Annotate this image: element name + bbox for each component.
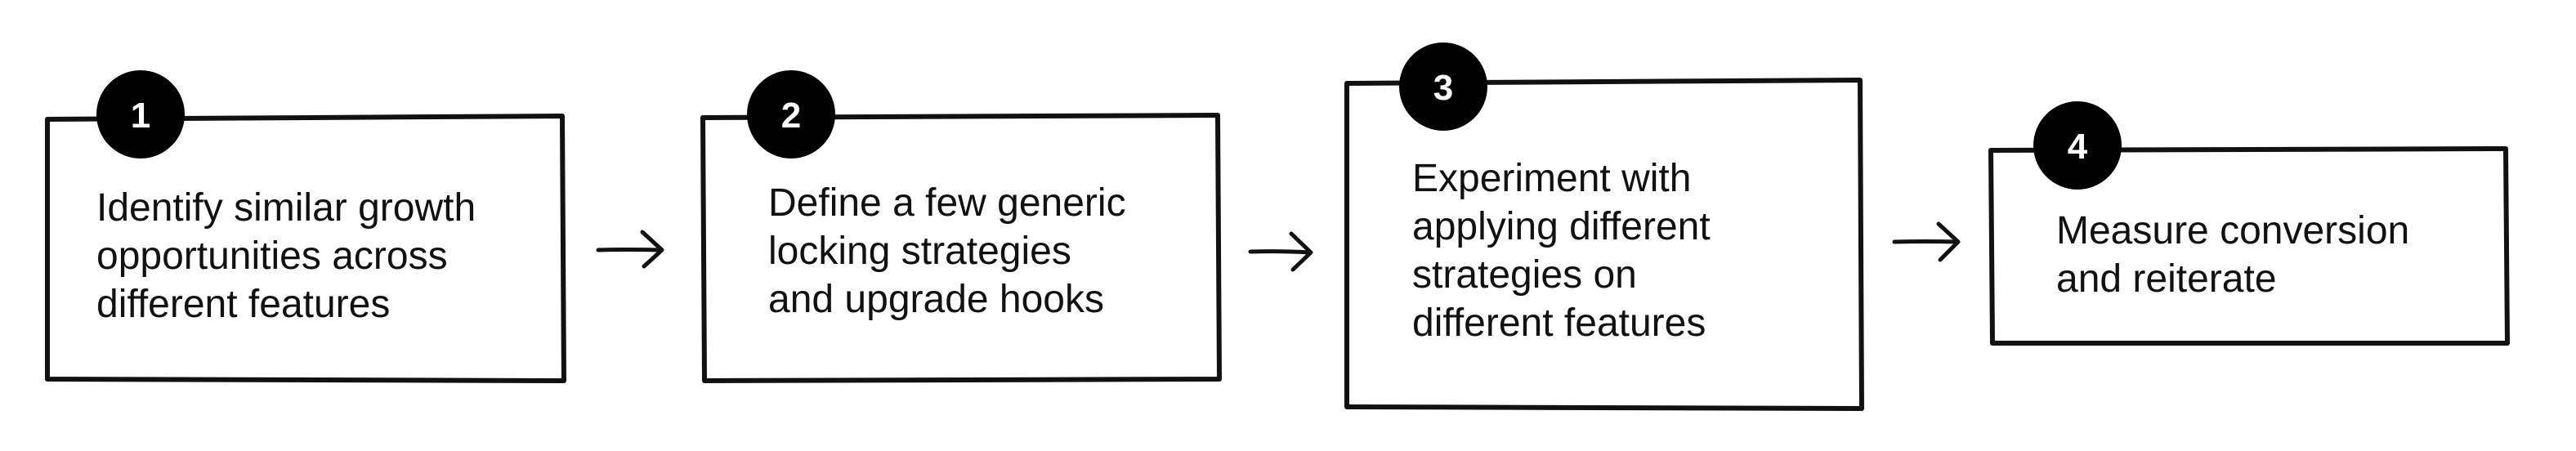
arrow-1-to-2-head: [640, 230, 664, 269]
step-3-line-3: strategies on: [1412, 253, 1637, 297]
step-4-text: Measure conversion and reiterate: [2056, 209, 2421, 301]
arrow-2-to-3-head: [1289, 231, 1313, 272]
step-2-badge-circle: [747, 70, 835, 159]
step-card-4: 4 Measure conversion and reiterate: [1988, 101, 2510, 346]
step-1-line-2: opportunities across: [96, 234, 448, 278]
step-4-line-1: Measure conversion: [2056, 209, 2409, 252]
step-3-line-1: Experiment with: [1412, 157, 1691, 200]
step-1-number: 1: [131, 96, 150, 136]
step-4-line-2: and reiterate: [2056, 257, 2277, 301]
step-2-line-2: locking strategies: [768, 230, 1071, 273]
step-2-badge: 2: [747, 70, 835, 159]
step-4-badge: 4: [2033, 101, 2122, 190]
arrow-3-to-4-shaft: [1892, 239, 1959, 244]
step-2-number: 2: [781, 96, 801, 136]
arrow-1-to-2: [596, 230, 664, 269]
step-2-line-3: and upgrade hooks: [768, 278, 1104, 321]
step-1-badge-circle: [96, 70, 185, 159]
step-4-number: 4: [2068, 127, 2088, 167]
step-1-line-3: different features: [96, 283, 390, 326]
step-1-badge: 1: [96, 70, 185, 159]
step-2-line-1: Define a few generic: [768, 181, 1126, 225]
step-card-1: 1 Identify similar growth opportunities …: [45, 70, 566, 383]
step-card-4-outline: [1988, 146, 2510, 346]
arrow-2-to-3: [1248, 231, 1313, 272]
step-3-text: Experiment with applying different strat…: [1412, 157, 1721, 345]
step-card-2: 2 Define a few generic locking strategie…: [700, 70, 1222, 383]
step-3-badge: 3: [1399, 42, 1487, 131]
arrow-3-to-4-head: [1936, 221, 1961, 262]
step-1-line-1: Identify similar growth: [96, 186, 476, 230]
step-card-3-outline: [1344, 78, 1864, 411]
step-card-1-outline: [45, 114, 566, 383]
arrow-3-to-4: [1892, 221, 1961, 262]
step-card-3: 3 Experiment with applying different str…: [1344, 42, 1864, 411]
step-3-line-4: different features: [1412, 301, 1706, 345]
step-3-number: 3: [1433, 68, 1453, 108]
step-4-badge-circle: [2033, 101, 2122, 190]
step-card-2-outline: [700, 113, 1222, 383]
step-3-badge-circle: [1399, 42, 1487, 131]
arrow-1-to-2-shaft: [596, 248, 663, 252]
step-3-line-2: applying different: [1412, 205, 1711, 248]
step-2-text: Define a few generic locking strategies …: [768, 181, 1137, 321]
step-1-text: Identify similar growth opportunities ac…: [96, 186, 487, 326]
